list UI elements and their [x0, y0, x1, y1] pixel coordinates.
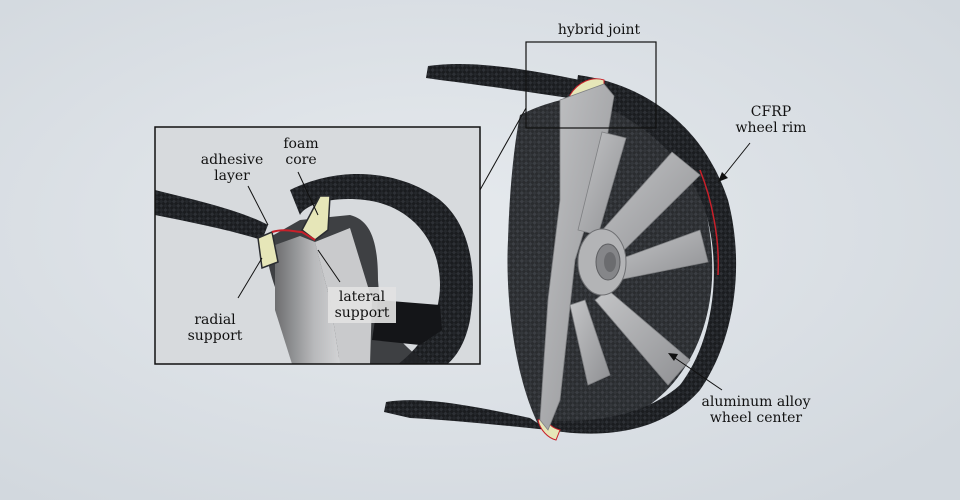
radial-support-label: radial support	[187, 312, 243, 344]
adhesive-layer-label: adhesive layer	[200, 152, 264, 184]
leader-aluminum	[671, 355, 723, 391]
hybrid-joint-label: hybrid joint	[557, 22, 641, 38]
wheel-cutaway	[384, 63, 737, 441]
leader-radial	[237, 257, 263, 299]
inset-radial-foam	[257, 230, 279, 270]
foam-core-label: foam core	[283, 136, 319, 168]
inset-adhesive-layer	[271, 229, 316, 241]
leader-adhesive	[247, 185, 269, 226]
adhesive-edge-rim	[699, 169, 720, 276]
hybrid-joint-callout-box	[525, 41, 657, 129]
callout-connector	[479, 107, 527, 191]
leader-cfrp	[721, 142, 751, 179]
inset-flange	[155, 190, 268, 240]
aluminum-spokes	[539, 83, 709, 431]
lateral-support-label: lateral support	[328, 287, 396, 323]
arrow-aluminum	[668, 353, 678, 361]
leader-foam	[297, 171, 319, 216]
upper-flange	[426, 63, 582, 100]
leader-lateral	[317, 249, 341, 283]
inset-aluminum-wall	[275, 236, 340, 364]
cfrp-wheel-rim-label: CFRP wheel rim	[735, 104, 807, 136]
aluminum-wheel-center-label: aluminum alloy wheel center	[701, 394, 811, 426]
hub-bore-inner	[604, 252, 616, 272]
inset-rim-sweep	[290, 174, 473, 364]
arrow-cfrp	[718, 172, 728, 182]
lower-flange	[384, 400, 548, 430]
